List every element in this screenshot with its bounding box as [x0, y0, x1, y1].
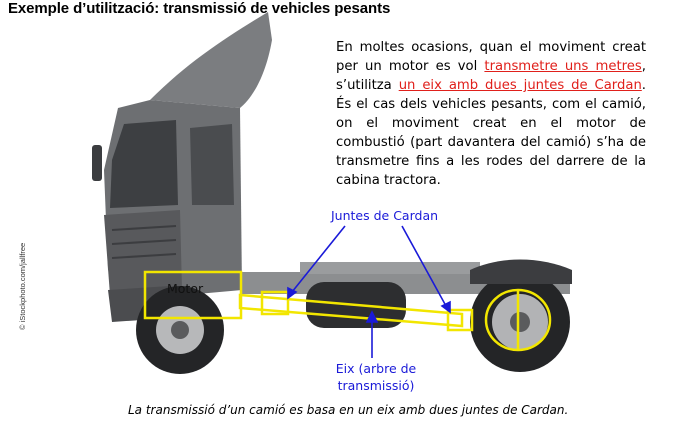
arrow-front-joint: [291, 225, 346, 293]
cardan-joints-label: Juntes de Cardan: [331, 208, 439, 223]
roof-spoiler: [150, 12, 272, 108]
highlight-cardan-axle: un eix amb dues juntes de Cardan: [398, 78, 642, 93]
rear-cardan-joint: [446, 308, 474, 332]
drive-shaft-label: Eix (arbre de transmissió): [330, 360, 422, 394]
drive-shaft-label-line2: transmissió): [337, 378, 415, 393]
page-title: Exemple d’utilització: transmissió de ve…: [8, 0, 391, 17]
motor-label: Motor: [167, 281, 204, 296]
rear-fender: [470, 259, 572, 284]
windshield: [110, 120, 178, 208]
chassis-deck: [300, 262, 480, 274]
paragraph-text-3: . És el cas dels vehicles pesants, com e…: [336, 78, 646, 188]
mirror: [92, 145, 102, 181]
drive-shaft-outline: [238, 293, 464, 328]
drive-shaft-label-line1: Eix (arbre de: [335, 361, 417, 376]
paragraph-text-1: En moltes ocasions, quan el moviment cre…: [336, 40, 646, 74]
arrow-rear-joint: [401, 225, 447, 307]
side-window: [190, 124, 234, 205]
front-grille: [104, 210, 182, 295]
highlight-transmit: transmetre uns metres: [484, 59, 642, 74]
figure-caption: La transmissió d’un camió es basa en un …: [128, 403, 569, 417]
description-paragraph: En moltes ocasions, quan el moviment cre…: [336, 38, 646, 190]
paragraph-text-2: , s’utilitza: [336, 59, 646, 93]
image-credit: © iStockphoto.com/jallfree: [18, 242, 27, 330]
front-cardan-joint: [260, 290, 290, 316]
